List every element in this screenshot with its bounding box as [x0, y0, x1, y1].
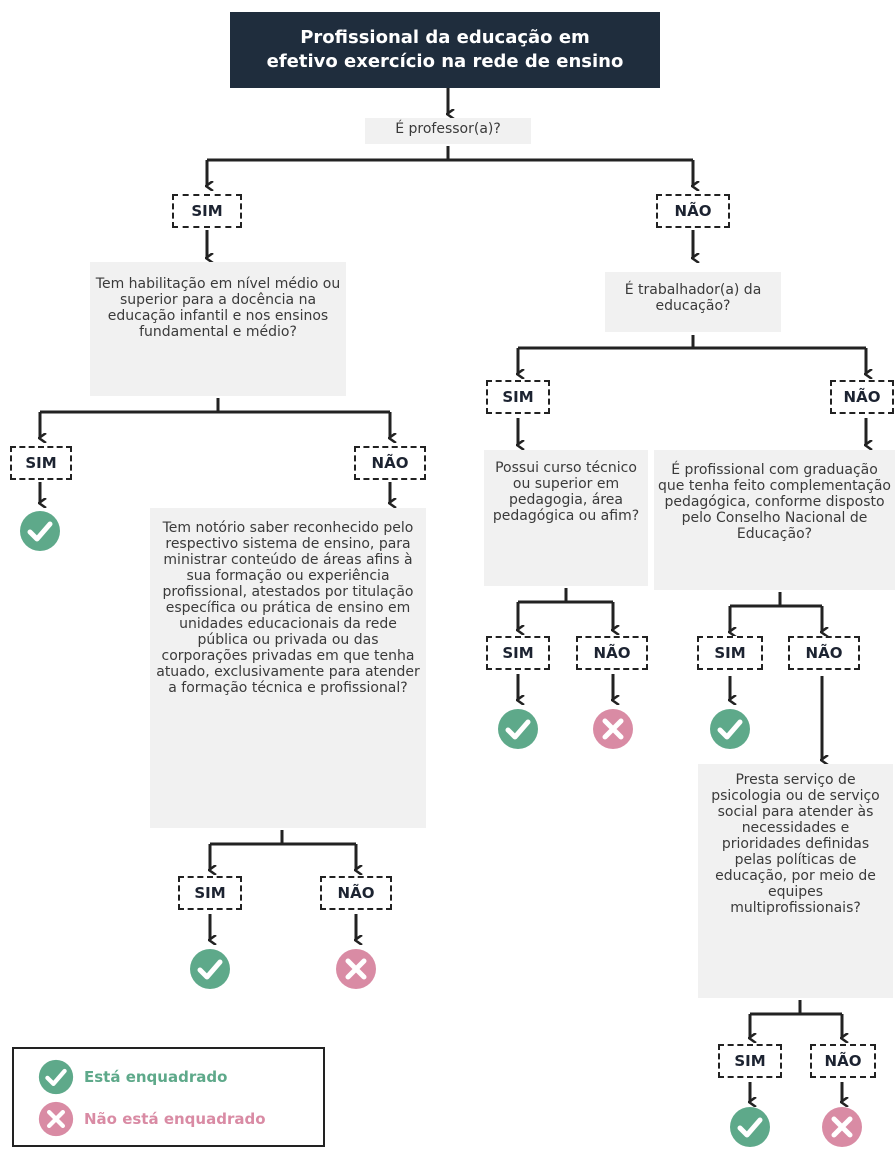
legend-item-not-ok: Não está enquadrado [38, 1101, 266, 1137]
check-icon [190, 949, 230, 989]
answer-yes-psychology: SIM [718, 1044, 782, 1078]
root-title-line2: efetivo exercício na rede de ensino [266, 51, 624, 72]
question-notorious-knowledge: Tem notório saber reconhecido pelo respe… [150, 508, 426, 828]
answer-yes-notorious: SIM [178, 876, 242, 910]
question-psychology-social-service: Presta serviço de psicologia ou de servi… [698, 764, 893, 998]
answer-yes-teacher: SIM [172, 194, 242, 228]
answer-no-qualification: NÃO [354, 446, 426, 480]
check-icon [730, 1107, 770, 1147]
answer-no-complement: NÃO [788, 636, 860, 670]
question-pedagogical-complement: É profissional com graduação que tenha f… [654, 450, 895, 590]
x-icon [38, 1101, 74, 1137]
answer-yes-complement: SIM [697, 636, 763, 670]
check-icon [20, 511, 60, 551]
answer-no-notorious: NÃO [320, 876, 392, 910]
answer-yes-worker: SIM [486, 380, 550, 414]
answer-no-pedagogy: NÃO [576, 636, 648, 670]
check-icon [498, 709, 538, 749]
root-title-line1: Profissional da educação em [300, 27, 590, 48]
legend-item-ok: Está enquadrado [38, 1059, 227, 1095]
question-is-education-worker: É trabalhador(a) da educação? [605, 272, 781, 332]
answer-no-worker: NÃO [830, 380, 894, 414]
answer-no-teacher: NÃO [656, 194, 730, 228]
answer-yes-pedagogy: SIM [486, 636, 550, 670]
root-node: Profissional da educação em efetivo exer… [230, 12, 660, 88]
answer-no-psychology: NÃO [810, 1044, 876, 1078]
legend-label-not-ok: Não está enquadrado [84, 1110, 266, 1128]
question-has-qualification: Tem habilitação em nível médio ou superi… [90, 262, 346, 396]
check-icon [710, 709, 750, 749]
legend-label-ok: Está enquadrado [84, 1068, 228, 1086]
question-is-teacher: É professor(a)? [365, 118, 531, 144]
question-pedagogy-course: Possui curso técnico ou superior em peda… [484, 450, 648, 586]
check-icon [38, 1059, 74, 1095]
x-icon [822, 1107, 862, 1147]
answer-yes-qualification: SIM [10, 446, 72, 480]
legend: Está enquadrado Não está enquadrado [12, 1047, 325, 1147]
x-icon [336, 949, 376, 989]
x-icon [593, 709, 633, 749]
